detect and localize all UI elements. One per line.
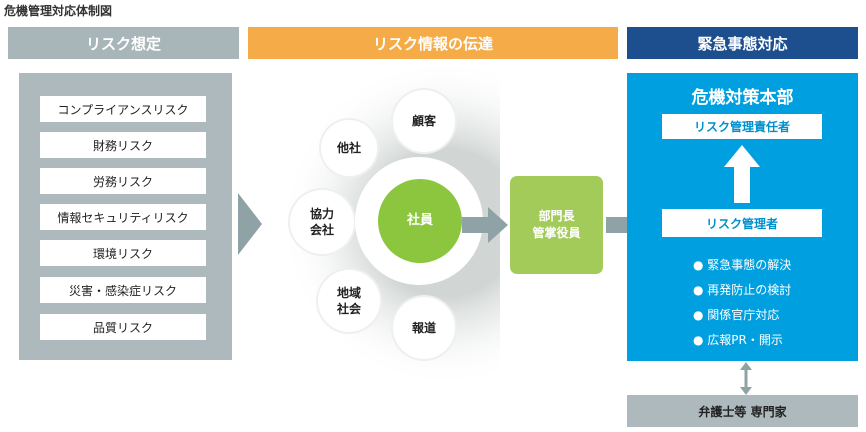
bullet-icon: ● [693, 308, 708, 322]
bullet-icon: ● [693, 258, 708, 272]
risk-item: 財務リスク [40, 132, 206, 158]
risk-item: 労務リスク [40, 168, 206, 194]
stakeholder-press: 報道 [393, 297, 455, 359]
risk-responsible-box: リスク管理責任者 [662, 114, 822, 139]
task-item: ● 緊急事態の解決 [693, 258, 792, 272]
risk-item: コンプライアンスリスク [40, 96, 206, 122]
risk-item: 環境リスク [40, 240, 206, 266]
page-title: 危機管理対応体制図 [4, 4, 113, 18]
bullet-icon: ● [693, 333, 708, 347]
bullet-icon: ● [693, 283, 708, 297]
arrow-up-icon [724, 145, 760, 203]
risk-item: 品質リスク [40, 314, 206, 340]
header-info-transmission: リスク情報の伝達 [248, 27, 618, 59]
double-arrow-icon [740, 362, 752, 395]
header-emergency-response: 緊急事態対応 [627, 27, 858, 59]
stakeholder-customer: 顧客 [393, 90, 455, 152]
risk-item: 情報セキュリティリスク [40, 204, 206, 230]
arrow-right-icon [462, 207, 508, 243]
risk-item: 災害・感染症リスク [40, 277, 206, 303]
crisis-hq-title: 危機対策本部 [691, 88, 794, 108]
task-item: ● 関係官庁対応 [693, 308, 780, 322]
header-risk-assumption: リスク想定 [8, 27, 239, 59]
risk-manager-box: リスク管理者 [662, 209, 822, 237]
experts-box: 弁護士等 専門家 [627, 395, 858, 427]
stakeholder-other-company: 他社 [321, 120, 377, 176]
task-item: ● 再発防止の検討 [693, 283, 792, 297]
stakeholder-community: 地域 社会 [318, 270, 380, 332]
chevron-right-icon [238, 193, 262, 255]
department-head-box: 部門長 管掌役員 [510, 176, 603, 274]
task-item: ● 広報PR・開示 [693, 333, 783, 347]
employee-circle: 社員 [378, 179, 462, 263]
stakeholder-partner-company: 協力 会社 [290, 190, 354, 254]
